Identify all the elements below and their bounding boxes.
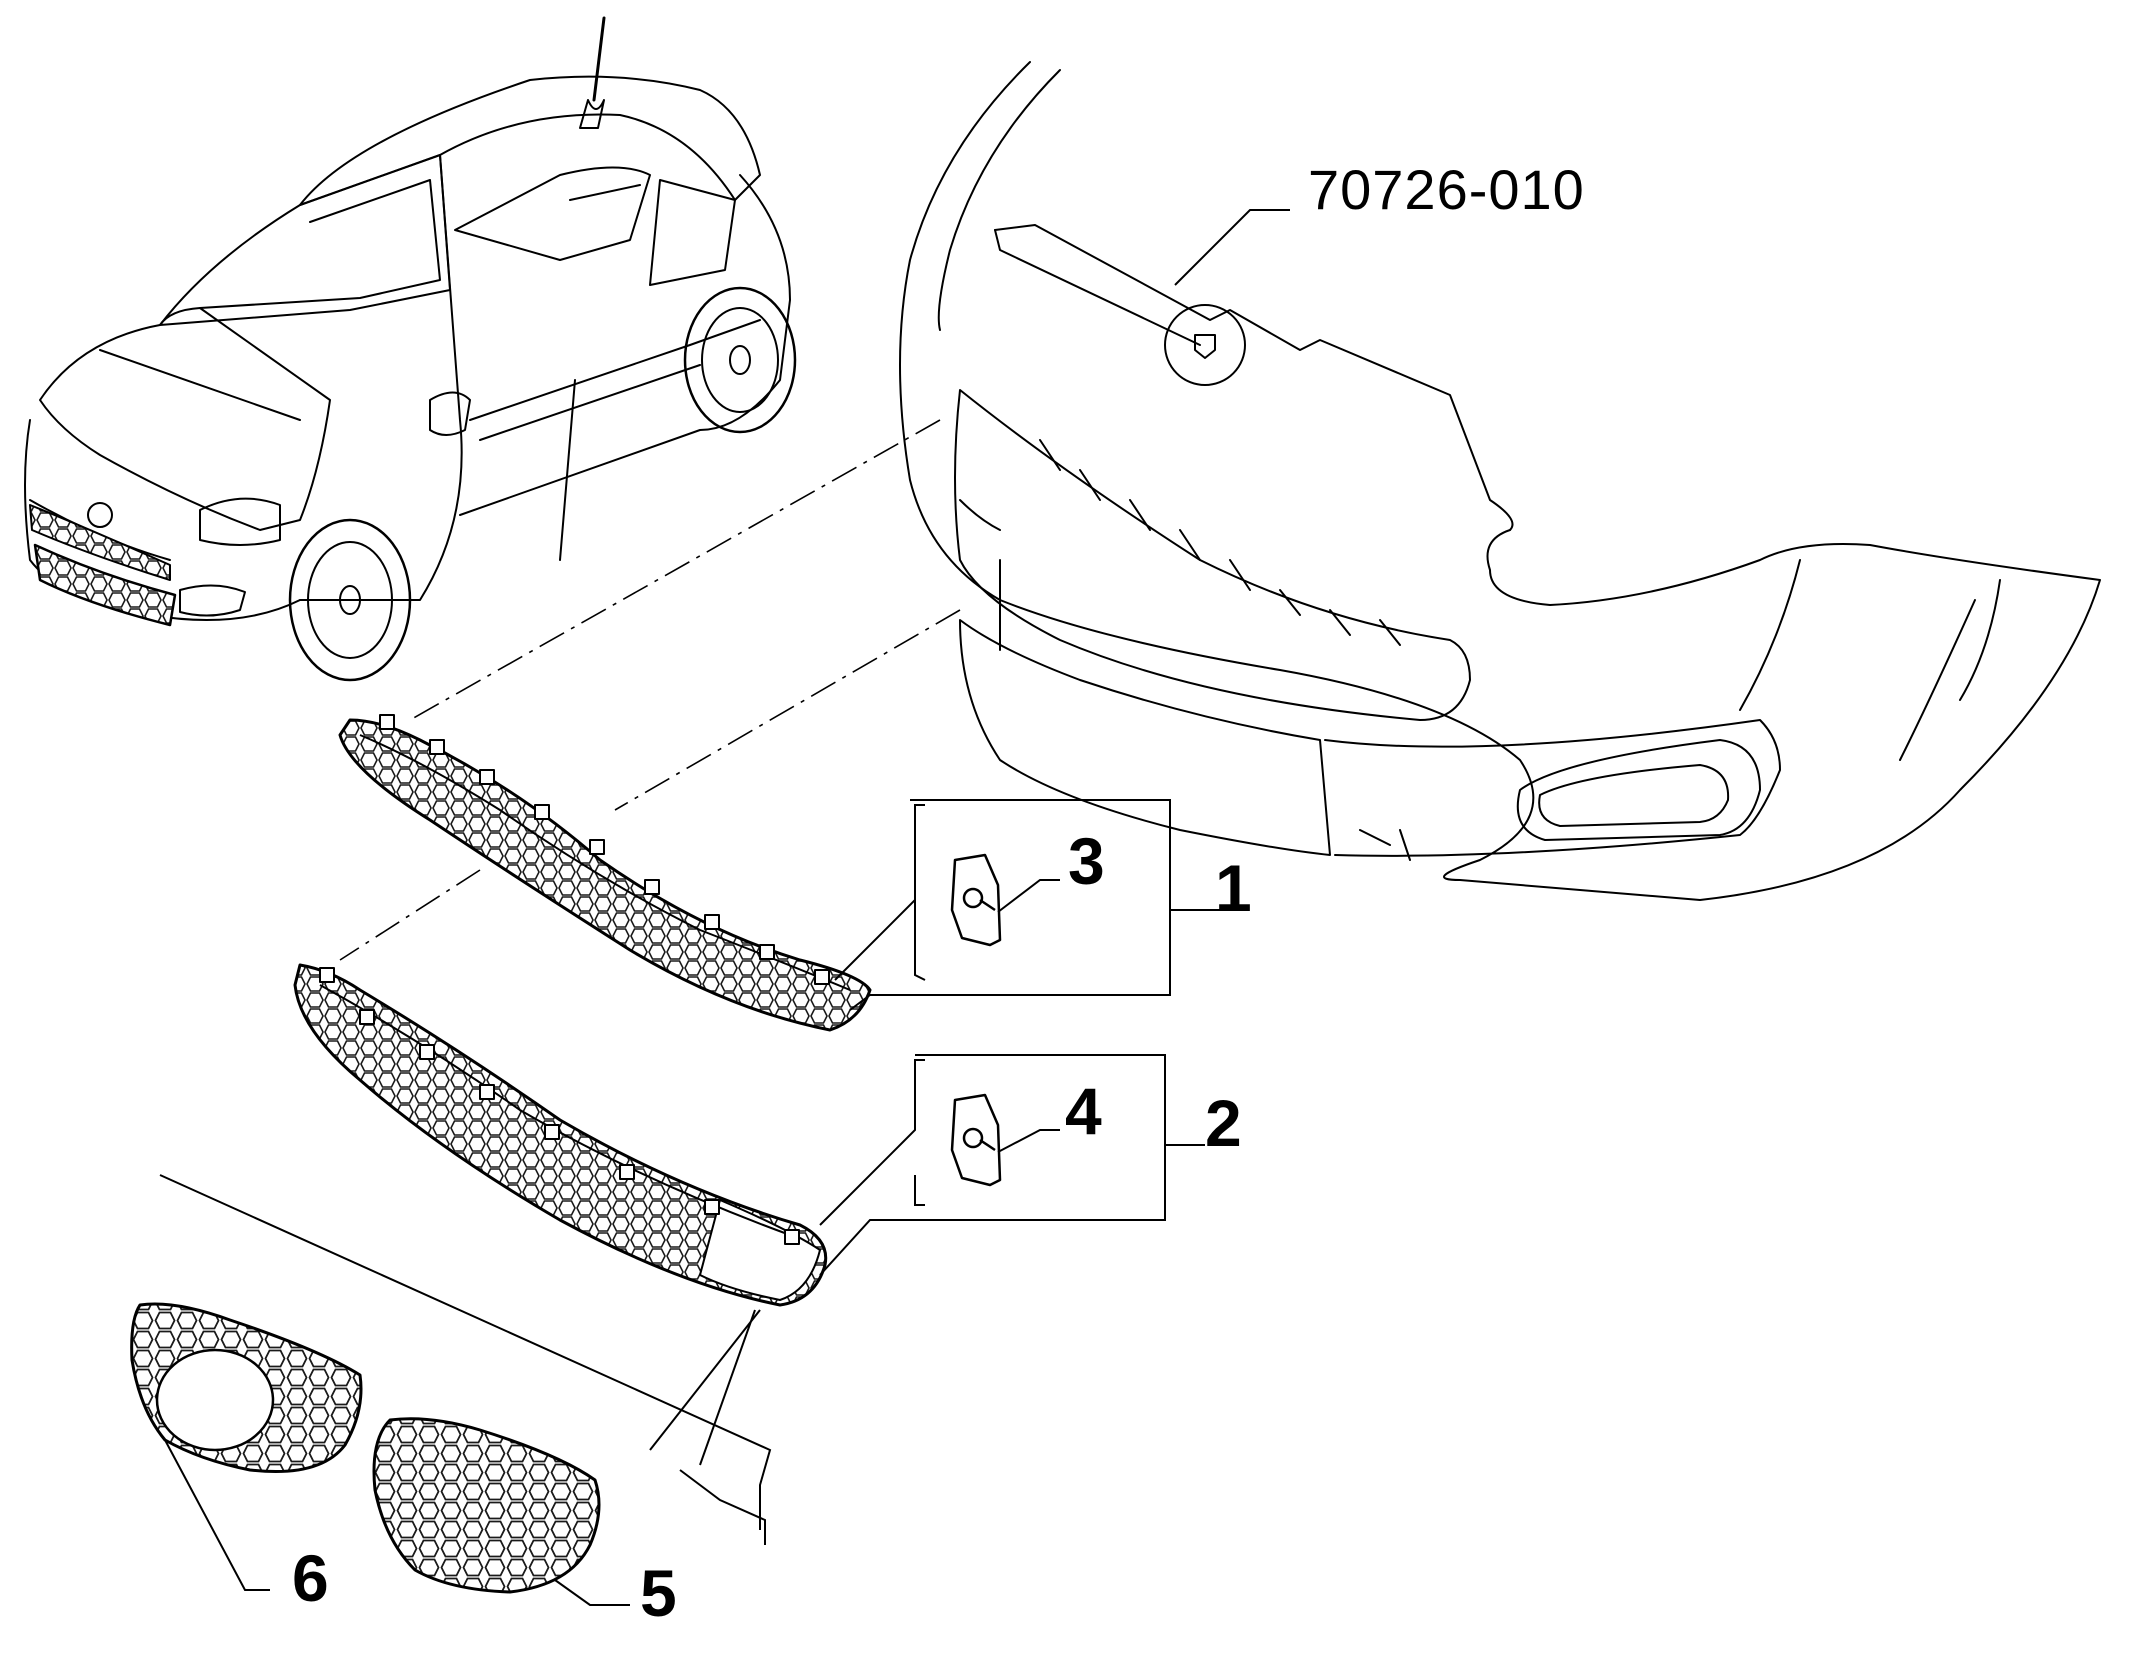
front-bumper-illustration [899,61,2101,901]
callout-4: 4 [1065,1074,1102,1148]
leader-lines [159,209,1290,1606]
callout-3: 3 [1068,824,1105,898]
callout-2: 2 [1205,1086,1242,1160]
grille-insert-part [372,1417,601,1594]
callout-5: 5 [640,1556,677,1630]
clip-nut-part-3 [950,853,1002,947]
callout-1: 1 [1215,851,1252,925]
fog-lamp-grille-part [130,1302,363,1474]
vehicle-illustration [24,16,797,682]
callout-6: 6 [292,1541,329,1615]
upper-grille-part [338,714,872,1032]
assembly-guide-lines [339,419,961,961]
clip-nut-part-4 [950,1093,1002,1187]
lower-grille-part [293,963,828,1307]
reference-code-label: 70726-010 [1308,158,1585,221]
